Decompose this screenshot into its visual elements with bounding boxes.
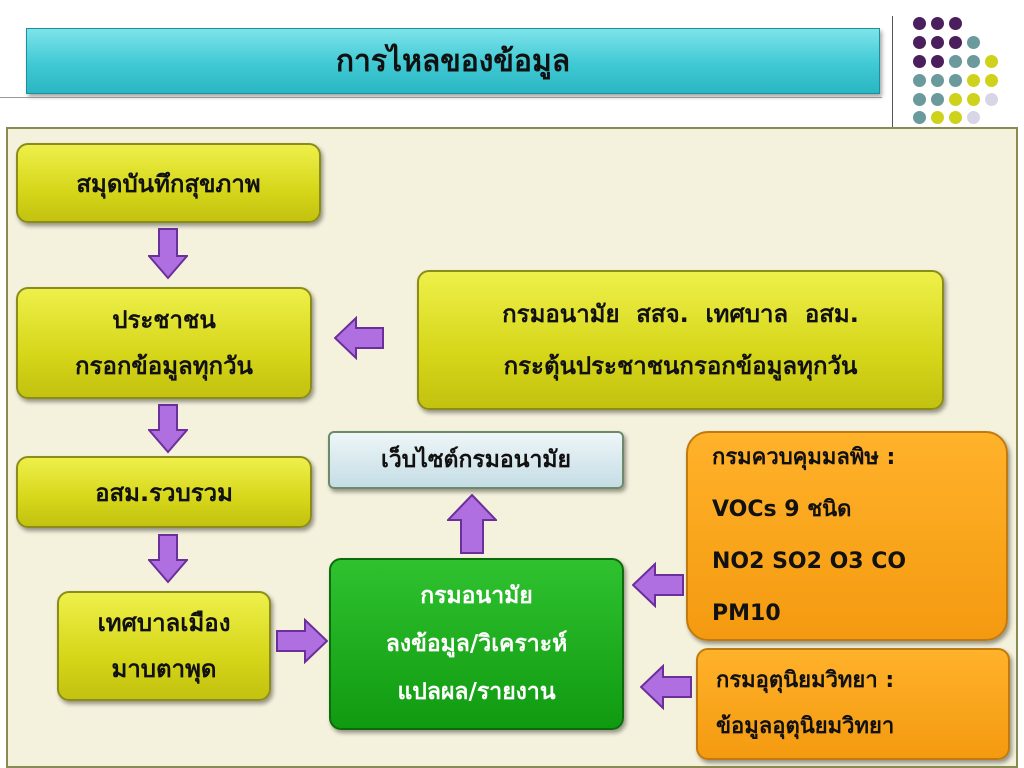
dot [913,17,926,30]
municipality-label-line2: มาบตาพุด [111,655,217,683]
dot [967,93,980,106]
health-book-box: สมุดบันทึกสุขภาพ [16,143,321,223]
dot [931,74,944,87]
arrow-down-icon [148,534,188,584]
agencies-label-line2: กระตุ้นประชาชนกรอกข้อมูลทุกวัน [503,352,858,380]
arrow-left-icon [632,562,684,608]
website-label: เว็บไซต์กรมอนามัย [380,447,572,473]
agencies-label-line1: กรมอนามัย สสจ. เทศบาล อสม. [502,300,859,328]
dot [949,74,962,87]
dot [913,93,926,106]
vhv-collect-label: อสม.รวบรวม [95,478,233,507]
dot [967,36,980,49]
arrow-right-icon [276,618,328,664]
arrow-up-icon [447,494,497,554]
vertical-divider [892,16,893,128]
dot [913,74,926,87]
horizontal-divider [0,97,882,98]
dot [967,111,980,124]
pcd-label-line1: กรมควบคุมมลพิษ : [712,445,896,470]
dot [949,17,962,30]
dot [931,36,944,49]
arrow-left-icon [334,316,384,360]
dot [985,74,998,87]
dot [967,55,980,68]
website-box: เว็บไซต์กรมอนามัย [328,431,624,489]
dot [931,93,944,106]
tmd-label-line2: ข้อมูลอุตุนิยมวิทยา [716,714,895,739]
page-title: การไหลของข้อมูล [335,43,571,79]
health-book-label: สมุดบันทึกสุขภาพ [76,169,261,198]
dot [913,111,926,124]
dot [949,55,962,68]
tmd-box: กรมอุตุนิยมวิทยา : ข้อมูลอุตุนิยมวิทยา [696,648,1010,760]
dot [967,74,980,87]
pcd-box: กรมควบคุมมลพิษ : VOCs 9 ชนิด NO2 SO2 O3 … [686,431,1008,641]
dot [931,17,944,30]
dot [985,93,998,106]
dot [985,55,998,68]
municipality-box: เทศบาลเมือง มาบตาพุด [57,591,271,701]
people-label-line2: กรอกข้อมูลทุกวัน [75,352,253,380]
decorative-dot-grid [0,0,1024,128]
tmd-label-line1: กรมอุตุนิยมวิทยา : [716,668,895,693]
people-label-line1: ประชาชน [112,306,216,334]
people-box: ประชาชน กรอกข้อมูลทุกวัน [16,287,312,399]
pcd-label-line3: NO2 SO2 O3 CO [712,549,907,574]
dot [949,93,962,106]
title-banner: การไหลของข้อมูล [26,28,880,94]
doh-analysis-box: กรมอนามัย ลงข้อมูล/วิเคราะห์ แปลผล/รายงา… [329,558,624,730]
dot [931,55,944,68]
vhv-collect-box: อสม.รวบรวม [16,456,312,528]
dot [913,36,926,49]
dot [949,36,962,49]
arrow-down-icon [148,404,188,454]
doh-label-line3: แปลผล/รายงาน [397,679,556,705]
dot [931,111,944,124]
doh-label-line1: กรมอนามัย [420,583,533,609]
arrow-left-icon [640,664,692,710]
pcd-label-line2: VOCs 9 ชนิด [712,497,852,522]
dot [949,111,962,124]
agencies-box: กรมอนามัย สสจ. เทศบาล อสม. กระตุ้นประชาช… [417,270,944,410]
dot [913,55,926,68]
arrow-down-icon [148,228,188,280]
pcd-label-line4: PM10 [712,601,781,626]
municipality-label-line1: เทศบาลเมือง [97,609,231,637]
doh-label-line2: ลงข้อมูล/วิเคราะห์ [385,631,568,657]
